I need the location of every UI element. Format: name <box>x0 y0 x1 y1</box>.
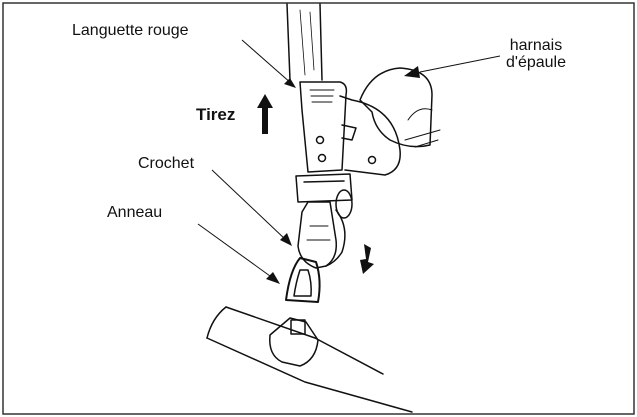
tab-hole-1 <box>315 135 325 145</box>
strap-weave <box>299 9 315 76</box>
arrowhead-anneau <box>266 272 280 284</box>
pull-up-arrow <box>257 94 273 134</box>
latch-notch <box>341 124 357 141</box>
d-ring-inner <box>293 269 312 297</box>
arrowhead-languette <box>284 78 296 88</box>
tab-hole-2 <box>317 153 327 163</box>
arrowhead-harnais <box>404 66 420 78</box>
label-crochet: Crochet <box>138 155 195 172</box>
label-tirez: Tirez <box>196 105 236 124</box>
red-tab-ridges <box>309 89 335 103</box>
bracket-inner <box>303 180 345 183</box>
label-anneau: Anneau <box>107 204 163 221</box>
clamp-pin <box>290 319 306 335</box>
label-harnais-line2: d'épaule <box>506 53 566 71</box>
red-tab <box>299 81 348 173</box>
leader-anneau <box>197 223 271 277</box>
bracket-ring <box>335 189 353 219</box>
label-harnais-epaule: harnais d'épaule <box>506 37 566 72</box>
latch-plate <box>339 95 401 176</box>
leader-harnais <box>419 55 501 73</box>
bracket <box>295 173 353 203</box>
label-harnais-line1: harnais <box>509 37 563 54</box>
leader-languette <box>241 39 293 85</box>
hook-gate <box>325 209 346 267</box>
mount-bar-end <box>206 306 227 339</box>
arrowhead-crochet <box>280 233 292 246</box>
leader-crochet <box>211 169 287 241</box>
hook <box>297 201 338 269</box>
plate-hole <box>367 155 377 165</box>
upper-strap <box>286 3 323 81</box>
hook-detail <box>306 225 331 241</box>
d-ring <box>285 257 321 303</box>
harness-strap-end <box>404 108 441 148</box>
label-languette-rouge: Languette rouge <box>72 22 189 39</box>
down-arrow <box>360 244 374 274</box>
mount-bar <box>206 306 413 413</box>
shoulder-harness <box>359 67 433 148</box>
